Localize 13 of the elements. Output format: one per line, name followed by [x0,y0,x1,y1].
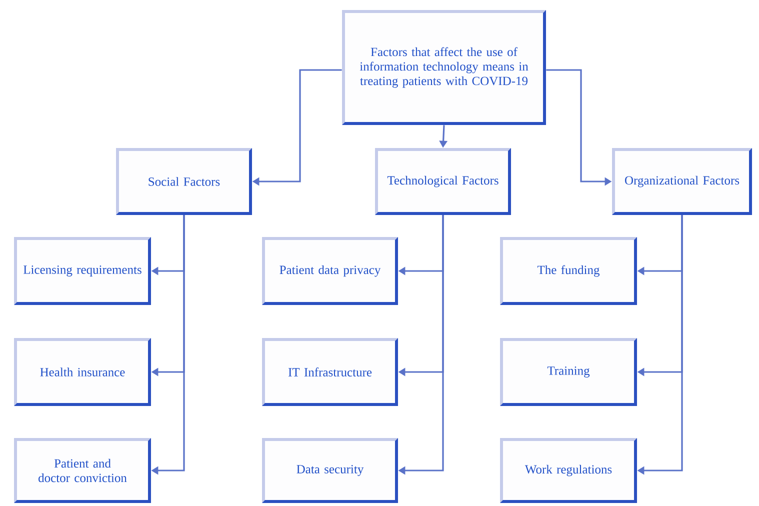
factor-box: Health insurance [14,338,151,406]
factor-box: The funding [500,237,637,305]
factor-box: Social Factors [116,148,252,215]
factor-box: Licensing requirements [14,237,151,305]
factor-box: Technological Factors [375,148,511,215]
factor-box: Patient and doctor conviction [14,438,151,503]
factor-box: IT Infrastructure [262,338,398,406]
factor-box: Data security [262,438,398,503]
factor-box: Work regulations [500,438,637,503]
factor-box: Organizational Factors [612,148,752,215]
topic-box: Factors that affect the use of information technology means in treating patients with COVID-19 [342,10,546,125]
factor-box: Training [500,338,637,406]
factor-box: Patient data privacy [262,237,398,305]
